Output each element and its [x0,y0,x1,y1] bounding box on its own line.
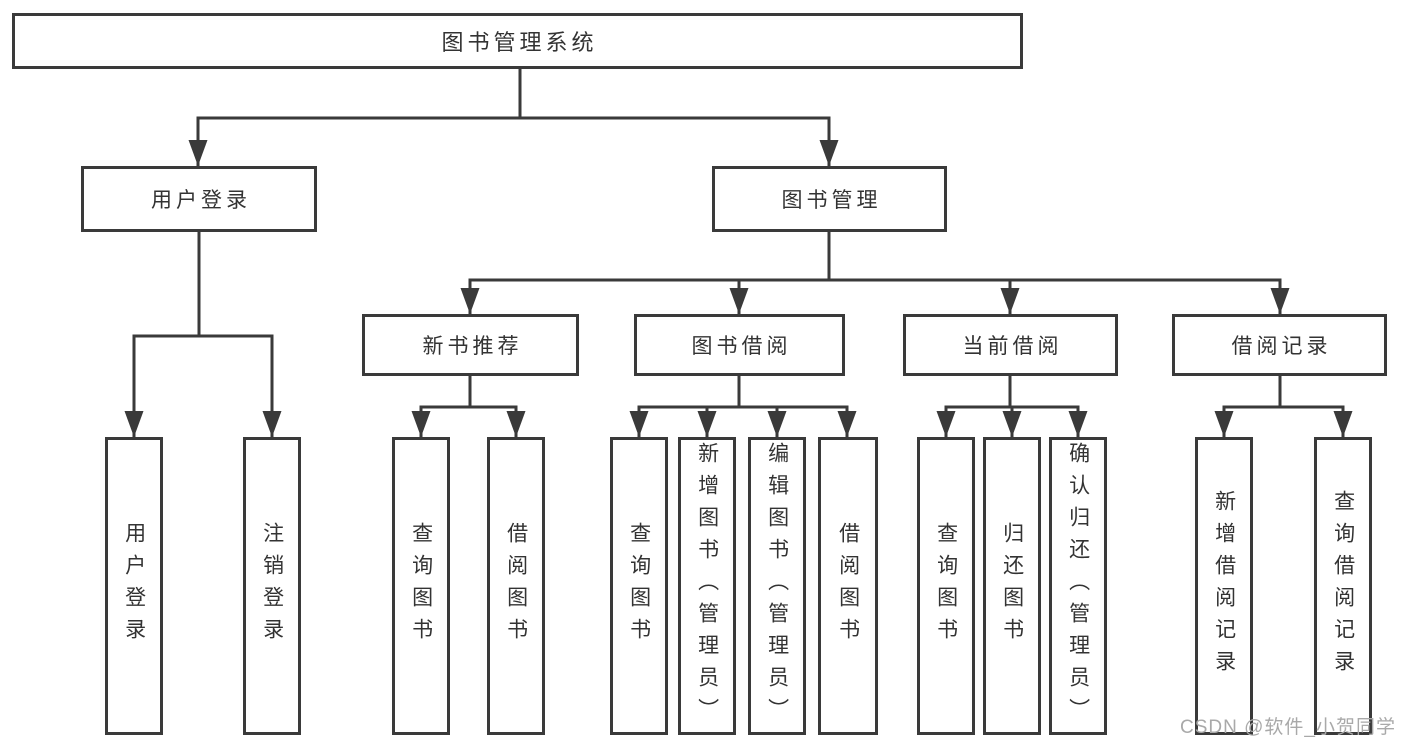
node-user-login: 用户登录 [81,166,317,232]
leaf-label: 查询图书 [409,522,433,650]
node-current-borrow: 当前借阅 [903,314,1118,376]
leaf-label: 查询图书 [934,522,958,650]
leaf-user-login: 用户登录 [105,437,163,735]
leaf-query-borrow-record: 查询借阅记录 [1314,437,1372,735]
leaf-label: 借阅图书 [504,522,528,650]
node-label: 借阅记录 [1231,335,1332,358]
leaf-recommend-borrow-books: 借阅图书 [487,437,545,735]
node-label: 新书推荐 [422,335,523,358]
node-new-book-recommend: 新书推荐 [362,314,579,376]
node-label: 当前借阅 [962,335,1063,358]
watermark: CSDN @软件_小贺同学 [1180,717,1396,738]
node-label: 图书管理 [781,189,882,212]
node-label: 用户登录 [151,189,251,212]
node-book-management: 图书管理 [712,166,947,232]
leaf-add-borrow-record: 新增借阅记录 [1195,437,1253,735]
node-borrow-records: 借阅记录 [1172,314,1387,376]
leaf-label: 归还图书 [1000,522,1024,650]
leaf-return-books: 归还图书 [983,437,1041,735]
leaf-label: 注销登录 [260,522,284,650]
leaf-label: 确认归还（管理员） [1066,442,1090,730]
leaf-borrow-query-books: 查询图书 [610,437,668,735]
node-label: 图书借阅 [691,335,792,358]
leaf-edit-books-admin: 编辑图书（管理员） [748,437,806,735]
leaf-label: 编辑图书（管理员） [765,442,789,730]
leaf-add-books-admin: 新增图书（管理员） [678,437,736,735]
leaf-current-query-books: 查询图书 [917,437,975,735]
leaf-confirm-return-admin: 确认归还（管理员） [1049,437,1107,735]
leaf-label: 查询图书 [627,522,651,650]
leaf-label: 用户登录 [122,522,146,650]
node-book-borrow: 图书借阅 [634,314,845,376]
leaf-label: 新增借阅记录 [1212,490,1236,682]
leaf-label: 新增图书（管理员） [695,442,719,730]
leaf-label: 查询借阅记录 [1331,490,1355,682]
connector-strokes [132,69,1345,437]
leaf-recommend-query-books: 查询图书 [392,437,450,735]
leaf-borrow-borrow-books: 借阅图书 [818,437,878,735]
leaf-label: 借阅图书 [836,522,860,650]
leaf-logout: 注销登录 [243,437,301,735]
node-label: 图书管理系统 [441,30,598,55]
node-root: 图书管理系统 [12,13,1023,69]
